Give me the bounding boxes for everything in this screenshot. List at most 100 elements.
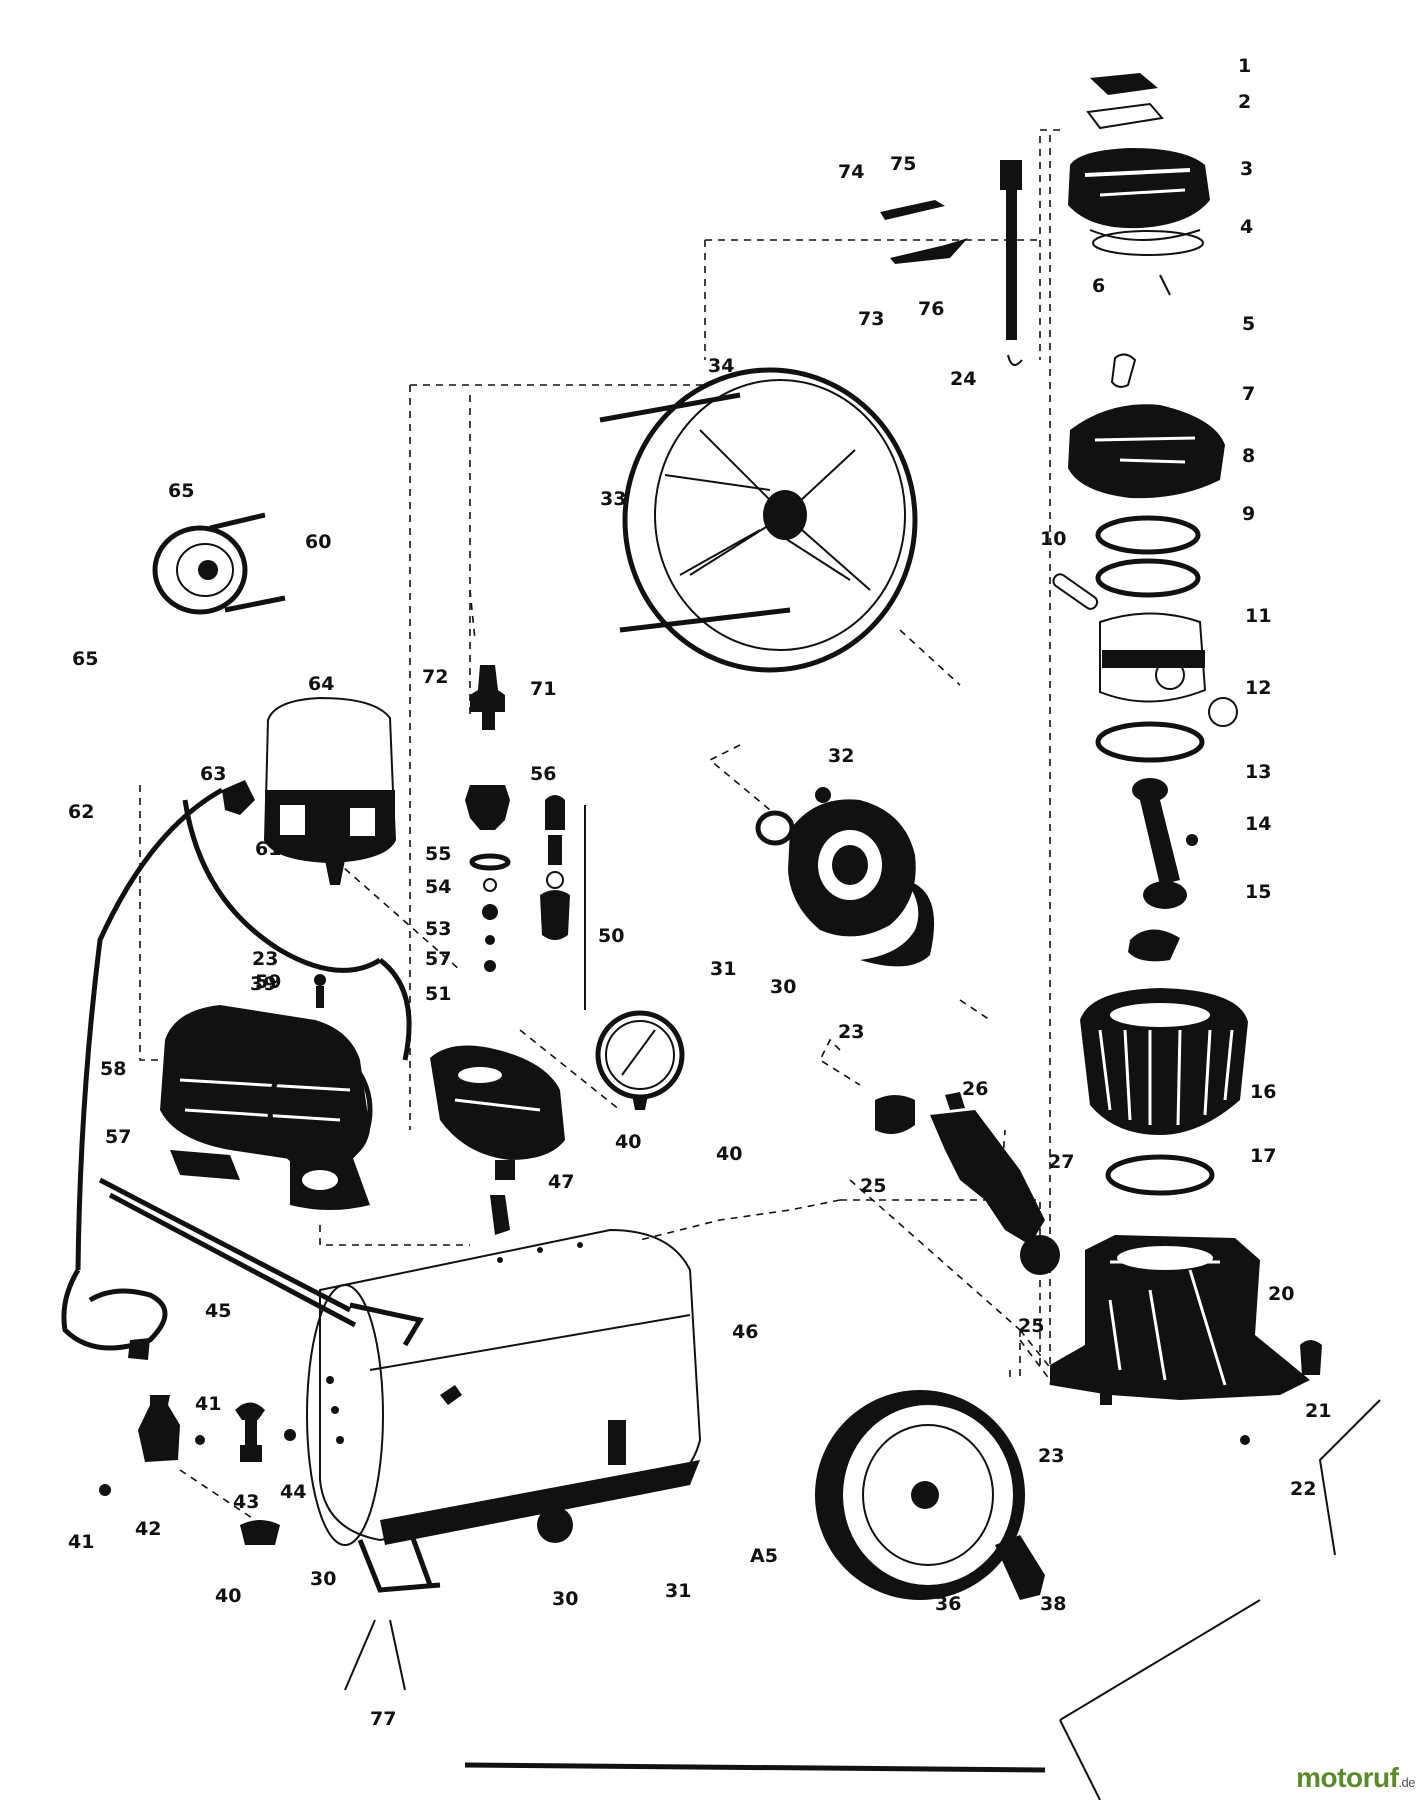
callout-30a: 30: [770, 976, 796, 998]
callout-12: 12: [1245, 677, 1271, 699]
callout-10: 10: [1040, 528, 1066, 550]
pressure-gauge: [595, 1010, 685, 1110]
small-fasteners: [880, 200, 968, 264]
callout-23b: 23: [252, 948, 278, 970]
crankcase: [1050, 1235, 1322, 1445]
callout-38: 38: [1040, 1593, 1066, 1615]
flywheel: [599, 367, 918, 673]
pressure-switch: [263, 696, 397, 885]
callout-6: 6: [1092, 275, 1105, 297]
callout-47: 47: [548, 1171, 574, 1193]
head-bolt: [1000, 160, 1023, 366]
callout-40c: 40: [615, 1131, 641, 1153]
callout-50: 50: [598, 925, 624, 947]
callout-41a: 41: [195, 1393, 221, 1415]
callout-21: 21: [1305, 1400, 1331, 1422]
callout-27: 27: [1048, 1151, 1074, 1173]
callout-11: 11: [1245, 605, 1271, 627]
callout-40b: 40: [215, 1585, 241, 1607]
callout-36: 36: [935, 1593, 961, 1615]
tank-handle: [98, 1177, 424, 1347]
callout-labels: 1234567891011121314151617202122232323242…: [68, 55, 1331, 1730]
cylinder: [1080, 988, 1248, 1196]
callout-62: 62: [68, 801, 94, 823]
watermark-suffix: .de: [1398, 1775, 1415, 1790]
callout-8: 8: [1242, 445, 1255, 467]
crankshaft: [875, 1092, 1060, 1275]
callout-17: 17: [1250, 1145, 1276, 1167]
air-tank: [306, 1228, 702, 1691]
callout-74: 74: [838, 161, 864, 183]
callout-7: 7: [1242, 383, 1255, 405]
callout-44: 44: [280, 1481, 306, 1503]
callout-25a: 25: [860, 1175, 886, 1197]
callout-59: 59: [255, 971, 281, 993]
callout-9: 9: [1242, 503, 1255, 525]
callout-3: 3: [1240, 158, 1253, 180]
cylinder-head-group: [1068, 73, 1225, 499]
callout-77: 77: [370, 1708, 396, 1730]
callout-23c: 23: [838, 1021, 864, 1043]
callout-30c: 30: [552, 1588, 578, 1610]
callout-2: 2: [1238, 91, 1251, 113]
check-valve-manifold: [430, 1045, 565, 1180]
callout-54: 54: [425, 876, 451, 898]
frame-lines: [464, 1399, 1381, 1801]
callout-76: 76: [918, 298, 944, 320]
callout-63: 63: [200, 763, 226, 785]
callout-15: 15: [1245, 881, 1271, 903]
watermark-brand: motoruf: [1296, 1762, 1399, 1793]
callout-65a: 65: [168, 480, 194, 502]
callout-60: 60: [305, 531, 331, 553]
callout-57b: 57: [105, 1126, 131, 1148]
callout-23a: 23: [1038, 1445, 1064, 1467]
callout-24: 24: [950, 368, 976, 390]
callout-22: 22: [1290, 1478, 1316, 1500]
callout-16: 16: [1250, 1081, 1276, 1103]
callout-53: 53: [425, 918, 451, 940]
callout-75: 75: [890, 153, 916, 175]
callout-32: 32: [828, 745, 854, 767]
callout-26: 26: [962, 1078, 988, 1100]
callout-5: 5: [1242, 313, 1255, 335]
brand-watermark: motoruf.de: [1296, 1762, 1415, 1794]
callout-55: 55: [425, 843, 451, 865]
callout-64: 64: [308, 673, 334, 695]
callout-42: 42: [135, 1518, 161, 1540]
callout-56: 56: [530, 763, 556, 785]
bearing-plate: [755, 787, 935, 967]
connecting-rod: [1128, 778, 1198, 962]
callout-25b: 25: [1018, 1315, 1044, 1337]
callout-51: 51: [425, 983, 451, 1005]
callout-40a: 40: [716, 1143, 742, 1165]
motor-pulley: [152, 512, 286, 615]
callout-30b: 30: [310, 1568, 336, 1590]
callout-61: 61: [255, 838, 281, 860]
callout-39: 39: [250, 973, 276, 995]
callout-31b: 31: [665, 1580, 691, 1602]
callout-4: 4: [1240, 216, 1253, 238]
callout-34: 34: [708, 355, 734, 377]
callout-43: 43: [233, 1491, 259, 1513]
callout-71: 71: [530, 678, 556, 700]
callout-31a: 31: [710, 958, 736, 980]
unloader-and-cords: [61, 780, 412, 1360]
piston-group: [1052, 515, 1238, 763]
callout-33: 33: [600, 488, 626, 510]
callout-65b: 65: [72, 648, 98, 670]
wheel: [815, 1390, 1045, 1600]
callout-73: 73: [858, 308, 884, 330]
callout-A5: A5: [750, 1545, 778, 1567]
callout-20: 20: [1268, 1283, 1294, 1305]
electric-motor: [160, 974, 510, 1235]
callout-58: 58: [100, 1058, 126, 1080]
callout-46: 46: [732, 1321, 758, 1343]
callout-1: 1: [1238, 55, 1251, 77]
callout-57a: 57: [425, 948, 451, 970]
callout-41b: 41: [68, 1531, 94, 1553]
callout-45: 45: [205, 1300, 231, 1322]
callout-13: 13: [1245, 761, 1271, 783]
fittings-stack: [465, 665, 586, 1010]
